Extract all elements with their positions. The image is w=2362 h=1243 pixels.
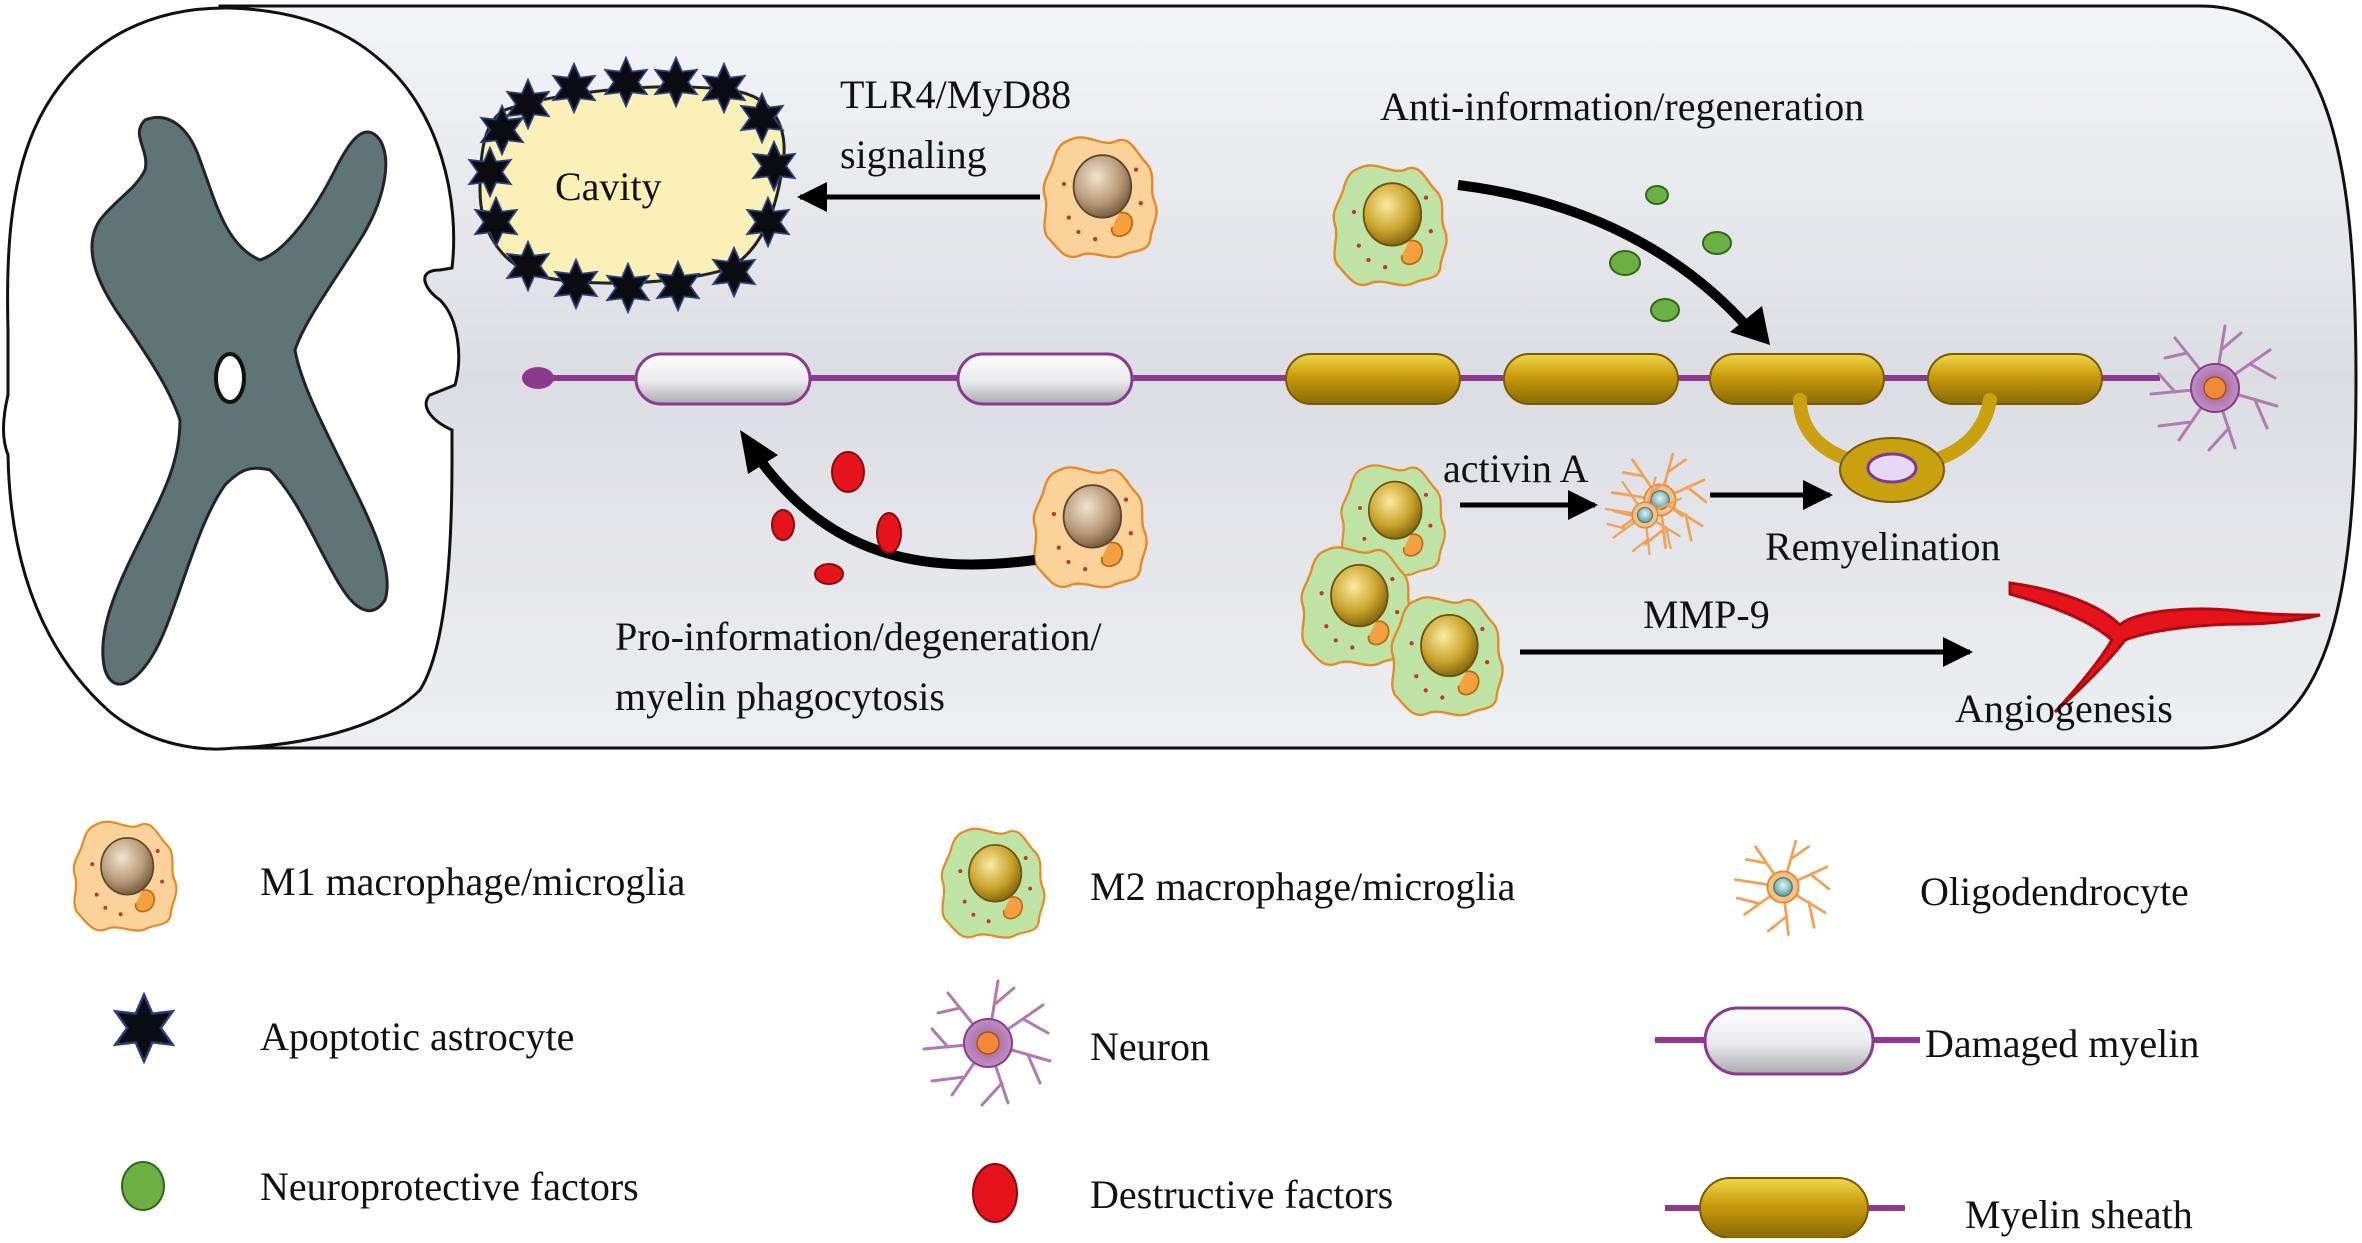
legend-neuroprotective-icon (121, 1161, 165, 1211)
pro-inflammation-label-line1: Pro-information/degeneration/ (615, 614, 1102, 659)
pro-inflammation-arrow (755, 457, 1036, 570)
legend-oligodendrocyte-icon (1733, 839, 1831, 937)
pro-inflammation-arrowhead (740, 430, 778, 474)
legend-astrocyte-icon (113, 993, 175, 1063)
activin-label: activin A (1443, 446, 1589, 491)
damaged-myelin-segment-2 (956, 352, 1134, 406)
legend-m1-label: M1 macrophage/microglia (260, 859, 686, 904)
m1-cell-bottom (1032, 466, 1148, 589)
cavity-group: Cavity (468, 56, 796, 314)
tlr4-label-line2: signaling (840, 132, 987, 177)
legend-destructive-label: Destructive factors (1090, 1172, 1393, 1217)
legend-astrocyte-label: Apoptotic astrocyte (260, 1014, 574, 1059)
gray-matter (90, 115, 389, 686)
remyelination-label: Remyelination (1765, 524, 2001, 569)
myelin-sheath-segment-1 (1285, 353, 1461, 405)
m2-cell-top (1332, 164, 1448, 287)
legend-destructive-icon (972, 1163, 1018, 1223)
legend-neuroprotective-label: Neuroprotective factors (260, 1164, 639, 1209)
remyelinating-oligodendrocyte (1793, 393, 1997, 503)
legend-myelin-sheath-icon (1665, 1177, 1905, 1239)
m2-cell-lower-3 (1390, 596, 1504, 717)
legend-oligodendrocyte-label: Oligodendrocyte (1920, 869, 2189, 914)
m1-cell-top (1042, 136, 1158, 259)
legend-neuron-icon (922, 979, 1052, 1107)
myelin-sheath-segment-4 (1927, 353, 2103, 405)
destructive-factors-cluster (771, 451, 902, 585)
central-canal (214, 352, 246, 404)
legend-damaged-myelin-icon (1655, 1006, 1920, 1076)
legend-neuron-label: Neuron (1090, 1024, 1210, 1069)
legend-m1-icon (72, 820, 178, 932)
blood-vessel (2008, 581, 2321, 714)
spinal-cord-cross-section (2, 6, 461, 751)
legend-myelin-sheath-label: Myelin sheath (1965, 1192, 2193, 1237)
legend-m2-label: M2 macrophage/microglia (1090, 864, 1516, 909)
legend-m2-icon (940, 827, 1046, 939)
cavity-label: Cavity (555, 164, 662, 209)
anti-inflammation-label: Anti-information/regeneration (1380, 84, 1864, 129)
legend-damaged-myelin-label: Damaged myelin (1925, 1021, 2199, 1066)
mmp9-label: MMP-9 (1643, 592, 1770, 637)
tlr4-label-line1: TLR4/MyD88 (840, 72, 1071, 117)
anti-inflammation-arrowhead (1730, 306, 1770, 345)
legend: M1 macrophage/microglia M2 macrophage/mi… (72, 820, 2199, 1239)
axon (522, 352, 2160, 406)
myelin-sheath-segment-2 (1503, 353, 1679, 405)
angiogenesis-label: Angiogenesis (1955, 686, 2173, 731)
pro-inflammation-label-line2: myelin phagocytosis (615, 674, 945, 719)
anti-inflammation-arrow (1457, 180, 1754, 334)
damaged-myelin-segment-1 (634, 352, 812, 406)
neuroprotective-factors-cluster (1609, 185, 1732, 322)
